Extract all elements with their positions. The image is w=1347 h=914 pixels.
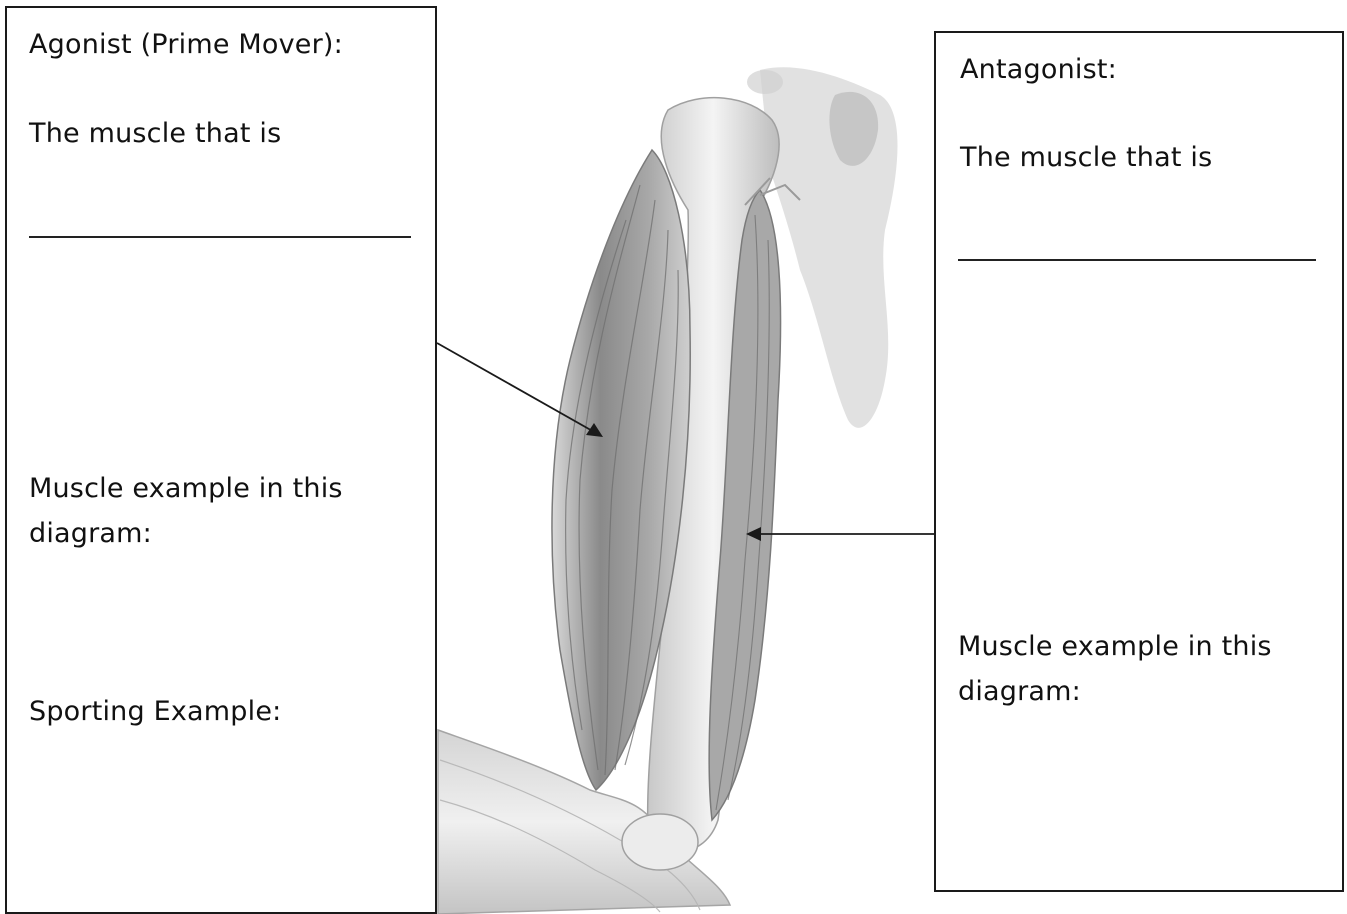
agonist-box: Agonist (Prime Mover): The muscle that i… (5, 6, 437, 914)
agonist-muscle-example-label-cont: diagram: (29, 511, 152, 556)
shoulder-tendons (745, 178, 800, 205)
antagonist-pointer-arrow (746, 527, 934, 541)
antagonist-heading: Antagonist: (960, 47, 1117, 92)
humerus-bone (648, 98, 779, 852)
triceps-muscle (709, 190, 780, 820)
agonist-sporting-example-label: Sporting Example: (29, 689, 281, 734)
elbow-joint (622, 814, 698, 870)
agonist-muscle-example-label: Muscle example in this (29, 466, 343, 511)
antagonist-muscle-example-label: Muscle example in this (958, 624, 1272, 669)
agonist-heading: Agonist (Prime Mover): (29, 22, 343, 67)
antagonist-muscle-example-label-cont: diagram: (958, 669, 1081, 714)
agonist-pointer-arrow (437, 343, 603, 437)
biceps-striations (566, 185, 679, 775)
antagonist-definition-text: The muscle that is (960, 135, 1212, 180)
antagonist-answer-line[interactable] (958, 259, 1316, 261)
biceps-muscle (552, 150, 690, 790)
triceps-striations (716, 215, 769, 810)
agonist-answer-line[interactable] (29, 236, 411, 238)
antagonist-box: Antagonist: The muscle that is Muscle ex… (934, 31, 1344, 892)
agonist-definition-text: The muscle that is (29, 111, 281, 156)
forearm (438, 730, 730, 914)
shoulder-shape (747, 67, 898, 428)
forearm-lines (440, 760, 700, 912)
